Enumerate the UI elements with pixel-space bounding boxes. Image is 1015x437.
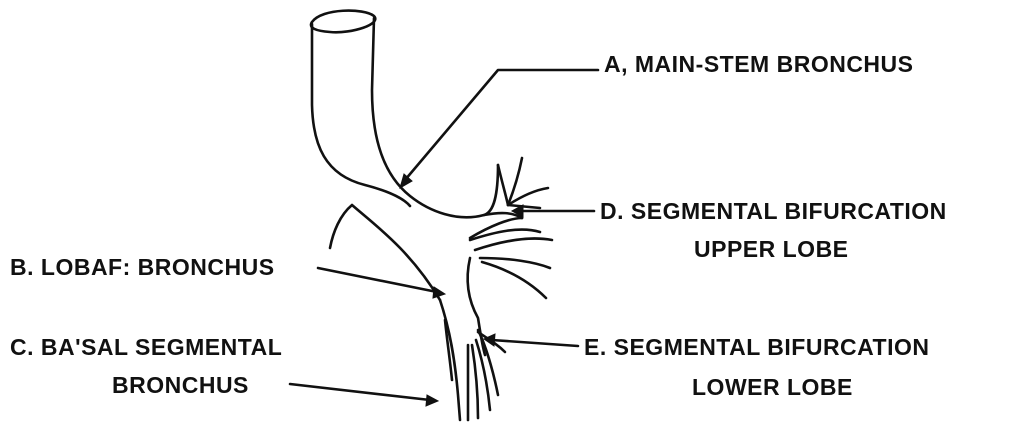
upper-lobe-branch-1 <box>498 165 508 205</box>
trachea-opening <box>311 11 375 33</box>
middle-branch-1 <box>470 218 522 238</box>
leader-line-b <box>318 268 445 298</box>
label-c-basal-segmental-line1: C. BA'SAL SEGMENTAL <box>10 336 282 359</box>
middle-branch-5 <box>482 262 546 298</box>
label-b-lobar-bronchus: B. LOBAF: BRONCHUS <box>10 256 275 279</box>
label-c-basal-segmental-line2: BRONCHUS <box>112 374 249 397</box>
label-d-upper-lobe-line2: UPPER LOBE <box>694 238 849 261</box>
middle-branch-4 <box>480 258 550 268</box>
leader-line-e <box>484 334 578 346</box>
label-e-lower-lobe-line2: LOWER LOBE <box>692 376 853 399</box>
trachea-right-wall <box>372 18 498 217</box>
label-d-upper-lobe-line1: D. SEGMENTAL BIFURCATION <box>600 200 947 223</box>
leader-line-c <box>290 384 438 406</box>
lower-segment-3 <box>472 345 478 418</box>
upper-lobe-branch-4 <box>508 205 540 208</box>
lobar-bronchus-left-outline <box>330 205 440 300</box>
middle-branch-3 <box>475 238 552 250</box>
label-e-lower-lobe-line1: E. SEGMENTAL BIFURCATION <box>584 336 930 359</box>
label-a-main-stem-bronchus: A, MAIN-STEM BRONCHUS <box>604 53 914 76</box>
